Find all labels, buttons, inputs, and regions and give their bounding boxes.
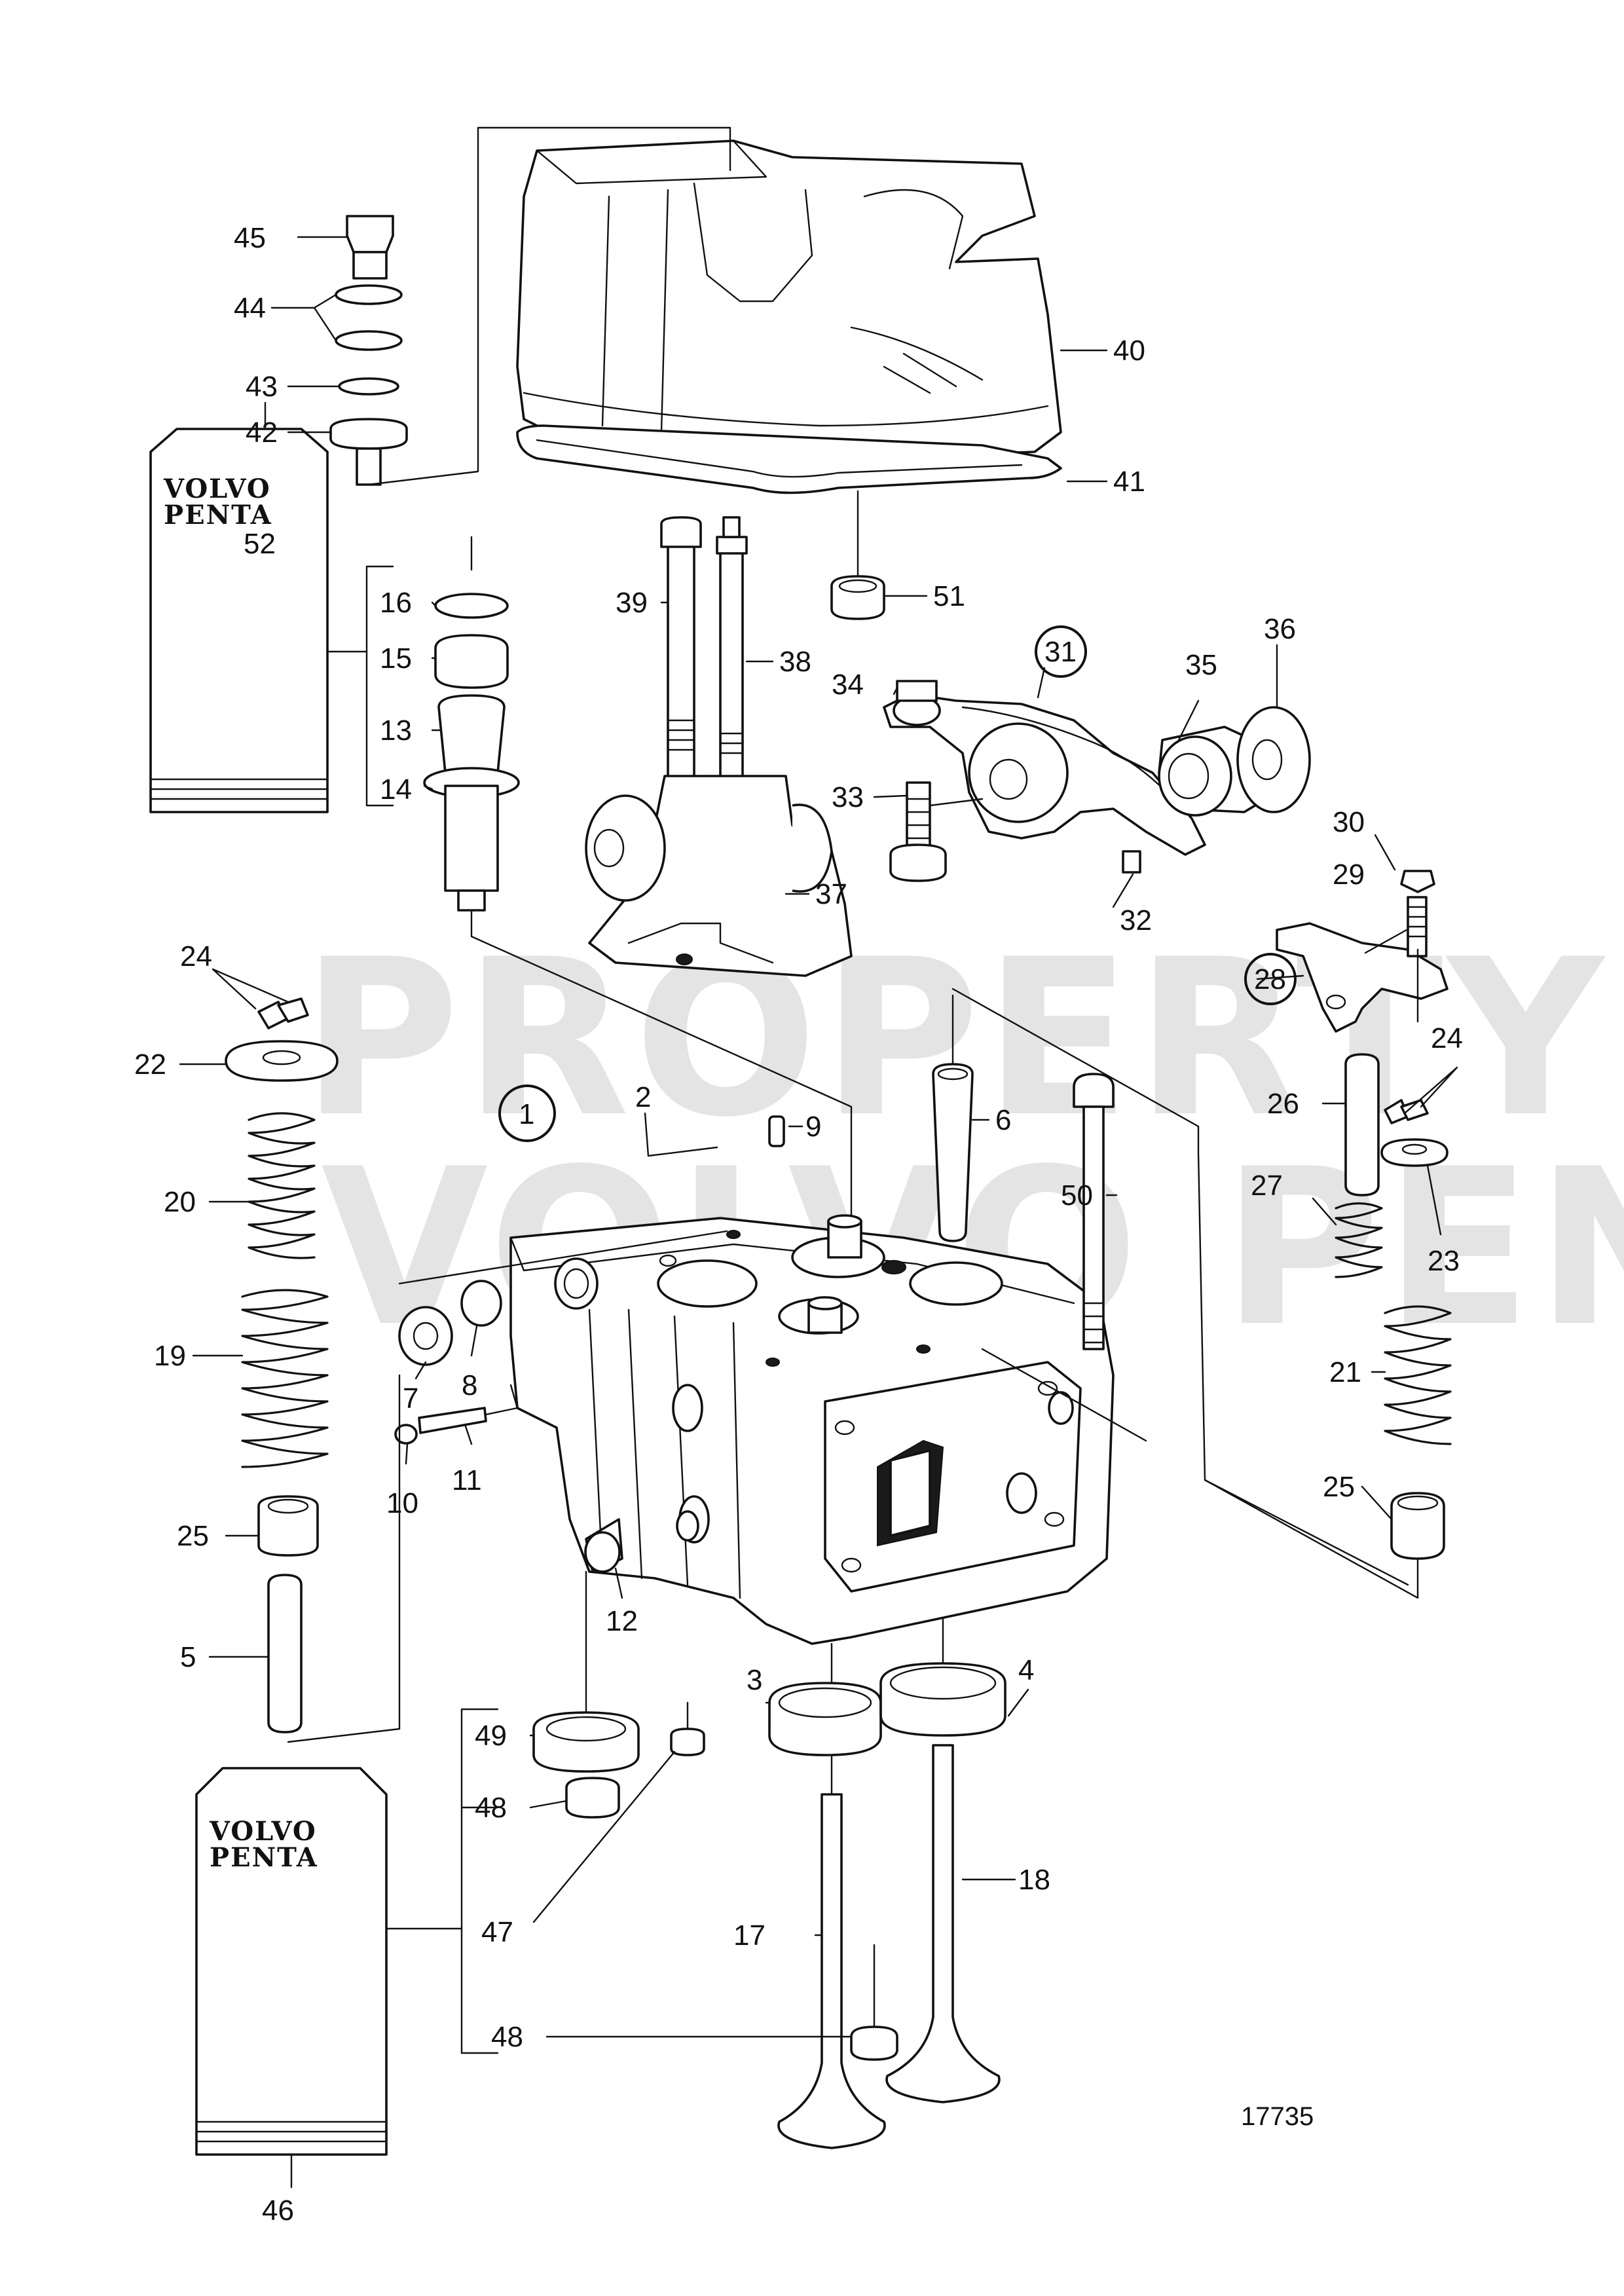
callout-31-ring bbox=[1035, 625, 1087, 678]
callout-9: 9 bbox=[805, 1111, 821, 1143]
brand-label-top-line2: PENTA bbox=[164, 500, 272, 530]
left-valve-train bbox=[225, 997, 339, 1733]
callout-39: 39 bbox=[616, 587, 648, 619]
callout-14: 14 bbox=[380, 773, 412, 805]
inner-spring-20 bbox=[248, 1112, 316, 1259]
callout-48-upper: 48 bbox=[475, 1792, 507, 1824]
callout-3: 3 bbox=[747, 1664, 762, 1696]
callout-51: 51 bbox=[933, 580, 965, 612]
callout-28: 28 bbox=[1254, 963, 1286, 995]
callout-6: 6 bbox=[995, 1104, 1011, 1136]
callout-34: 34 bbox=[832, 669, 864, 701]
callout-4: 4 bbox=[1018, 1654, 1034, 1686]
head-small-parts bbox=[287, 1115, 785, 1743]
valve-seats-and-valves bbox=[532, 1570, 1006, 2149]
callout-45: 45 bbox=[234, 222, 266, 254]
callout-16: 16 bbox=[380, 587, 412, 619]
callout-labels: 45 44 43 42 40 41 52 16 15 13 14 39 38 5… bbox=[134, 222, 1463, 2227]
callout-47: 47 bbox=[481, 1916, 513, 1948]
callout-36: 36 bbox=[1264, 613, 1296, 645]
callout-38: 38 bbox=[779, 646, 811, 678]
rocker-arm bbox=[883, 680, 1206, 882]
cover-bolt-stack bbox=[329, 126, 731, 486]
callout-33: 33 bbox=[832, 781, 864, 813]
callout-13: 13 bbox=[380, 714, 412, 747]
brand-label-bottom-line2: PENTA bbox=[210, 1842, 318, 1873]
valve-bridge bbox=[1276, 870, 1449, 1033]
rocker-bush-and-pad bbox=[1158, 706, 1311, 817]
head-bolt-50 bbox=[981, 1073, 1147, 1442]
callout-1-ring bbox=[498, 1084, 556, 1142]
callout-11: 11 bbox=[452, 1464, 482, 1496]
callout-35: 35 bbox=[1185, 649, 1217, 681]
callout-30: 30 bbox=[1333, 806, 1365, 838]
kit-46-bracket bbox=[385, 1708, 499, 2054]
leader-lines bbox=[179, 236, 1458, 2038]
callout-8: 8 bbox=[462, 1369, 477, 1401]
callout-43: 43 bbox=[246, 371, 278, 403]
callout-1: 1 bbox=[519, 1098, 534, 1130]
callout-25-right: 25 bbox=[1323, 1471, 1355, 1503]
gasket-kit-box-bottom: VOLVO PENTA bbox=[195, 1767, 388, 2189]
callout-5: 5 bbox=[180, 1641, 196, 1673]
callout-7: 7 bbox=[403, 1382, 418, 1415]
gasket-kit-box-top: VOLVO PENTA bbox=[149, 401, 329, 813]
injector-sleeve-parts bbox=[423, 536, 853, 1246]
callout-2: 2 bbox=[635, 1081, 651, 1113]
callout-17: 17 bbox=[733, 1919, 766, 1952]
cylinder-head bbox=[509, 1214, 1115, 1645]
callout-50: 50 bbox=[1061, 1179, 1093, 1212]
callout-25-left: 25 bbox=[177, 1520, 209, 1552]
callout-24-right: 24 bbox=[1431, 1022, 1463, 1054]
valve-cover-gasket bbox=[516, 424, 1062, 494]
callout-32: 32 bbox=[1120, 904, 1152, 936]
callout-46: 46 bbox=[262, 2194, 294, 2227]
brand-label-bottom-line1: VOLVO bbox=[209, 1816, 317, 1847]
callout-19: 19 bbox=[154, 1340, 186, 1372]
valve-cover bbox=[516, 139, 1062, 460]
callout-20: 20 bbox=[164, 1186, 196, 1218]
callout-40: 40 bbox=[1113, 335, 1145, 367]
outer-spring-19 bbox=[241, 1289, 329, 1468]
callout-31: 31 bbox=[1044, 636, 1077, 668]
callout-52: 52 bbox=[244, 528, 276, 560]
callout-26: 26 bbox=[1267, 1088, 1299, 1120]
callout-18: 18 bbox=[1018, 1864, 1050, 1896]
callout-15: 15 bbox=[380, 642, 412, 675]
callout-44: 44 bbox=[234, 292, 266, 324]
figure-number: 17735 bbox=[1241, 2102, 1314, 2131]
valve-guide-6 bbox=[932, 988, 1409, 1586]
callout-10: 10 bbox=[386, 1487, 418, 1519]
callout-24-left: 24 bbox=[180, 940, 212, 972]
callout-21: 21 bbox=[1329, 1356, 1361, 1388]
kit-52-bracket bbox=[326, 565, 394, 807]
brand-label-top-line1: VOLVO bbox=[163, 473, 271, 504]
callout-42: 42 bbox=[246, 417, 278, 449]
callout-29: 29 bbox=[1333, 859, 1365, 891]
callout-37: 37 bbox=[815, 878, 847, 910]
callout-49: 49 bbox=[475, 1720, 507, 1752]
callout-23: 23 bbox=[1428, 1245, 1460, 1277]
callout-41: 41 bbox=[1113, 466, 1145, 498]
right-valve-train bbox=[1204, 948, 1452, 1599]
callout-22: 22 bbox=[134, 1048, 166, 1081]
callout-12: 12 bbox=[606, 1605, 638, 1637]
callout-48-lower: 48 bbox=[491, 2021, 523, 2053]
rocker-bracket bbox=[585, 516, 853, 977]
callout-27: 27 bbox=[1251, 1170, 1283, 1202]
seal-51 bbox=[830, 490, 885, 620]
callout-28-ring bbox=[1244, 953, 1297, 1005]
